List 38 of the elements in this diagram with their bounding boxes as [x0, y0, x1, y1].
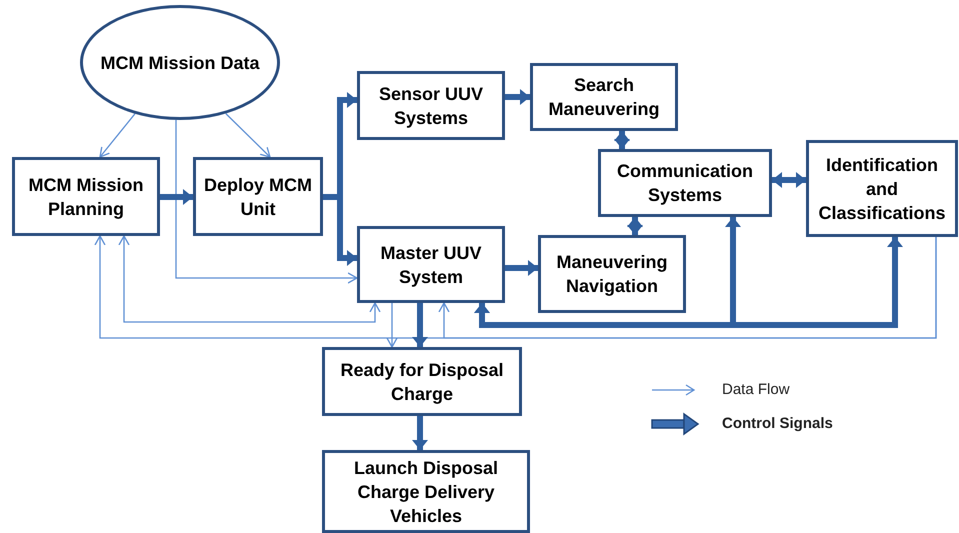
box-text: Deploy MCM Unit [203, 174, 313, 220]
thick-arrow [505, 89, 530, 105]
process-box [538, 235, 686, 313]
arrow [225, 113, 271, 158]
arrow [118, 235, 381, 323]
box-text: Ready for Disposal Charge [339, 358, 505, 406]
process-box [322, 347, 522, 416]
box-text: Search Maneuvering [547, 74, 661, 121]
arrow [438, 237, 937, 339]
box-text: Launch Disposal Charge Delivery Vehicles [352, 456, 500, 528]
process-box [530, 63, 678, 131]
process-box [806, 140, 958, 237]
thick-arrow [160, 189, 193, 205]
box-text: MCM Mission Data [100, 52, 260, 74]
thick-arrow [412, 416, 428, 450]
box-text: Identification and Classifications [817, 154, 947, 224]
thick-arrow [505, 260, 538, 276]
box-text: Master UUV System [379, 242, 483, 288]
box-text: MCM Mission Planning [28, 174, 144, 220]
legend-text: Control Signals [722, 415, 833, 432]
box-text: Sensor UUV Systems [378, 82, 484, 130]
process-box [322, 450, 530, 533]
process-box [357, 71, 505, 140]
thick-arrow [614, 131, 630, 149]
thick-arrow [412, 303, 428, 347]
arrow [175, 120, 358, 284]
box-text: Maneuvering Navigation [555, 251, 669, 298]
thick-arrow [772, 172, 806, 188]
box-text: Communication Systems [616, 160, 754, 207]
process-box [357, 226, 505, 303]
process-box [12, 157, 160, 236]
process-box [598, 149, 772, 217]
legend-text: Data Flow [722, 381, 790, 398]
arrow [386, 303, 398, 348]
thick-arrow [627, 217, 643, 235]
arrow [99, 113, 136, 158]
thick-arrow [474, 237, 903, 328]
process-box [193, 157, 323, 236]
